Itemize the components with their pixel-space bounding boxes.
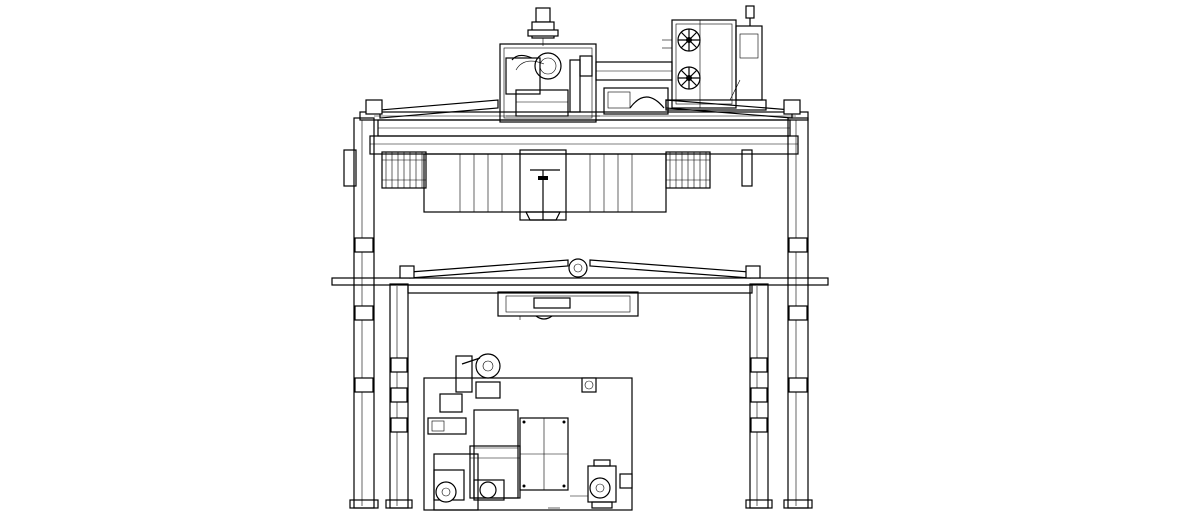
right-reel-housing: [662, 5, 767, 111]
right-bellows: [665, 151, 711, 189]
left-outer-column: [349, 117, 379, 509]
left-bellows: [381, 151, 427, 189]
lower-carriage: [497, 291, 639, 320]
right-outer-column: [783, 117, 813, 509]
saw-saddle: [423, 149, 667, 221]
top-gantry-beam: [343, 99, 809, 187]
top-spindle-motor: [527, 7, 559, 46]
left-inner-column: [385, 283, 413, 509]
upper-machine-block: [499, 43, 673, 123]
ground-control-cabinet: [423, 353, 633, 511]
lower-crossbeam: [331, 258, 829, 294]
right-inner-column: [745, 283, 773, 509]
